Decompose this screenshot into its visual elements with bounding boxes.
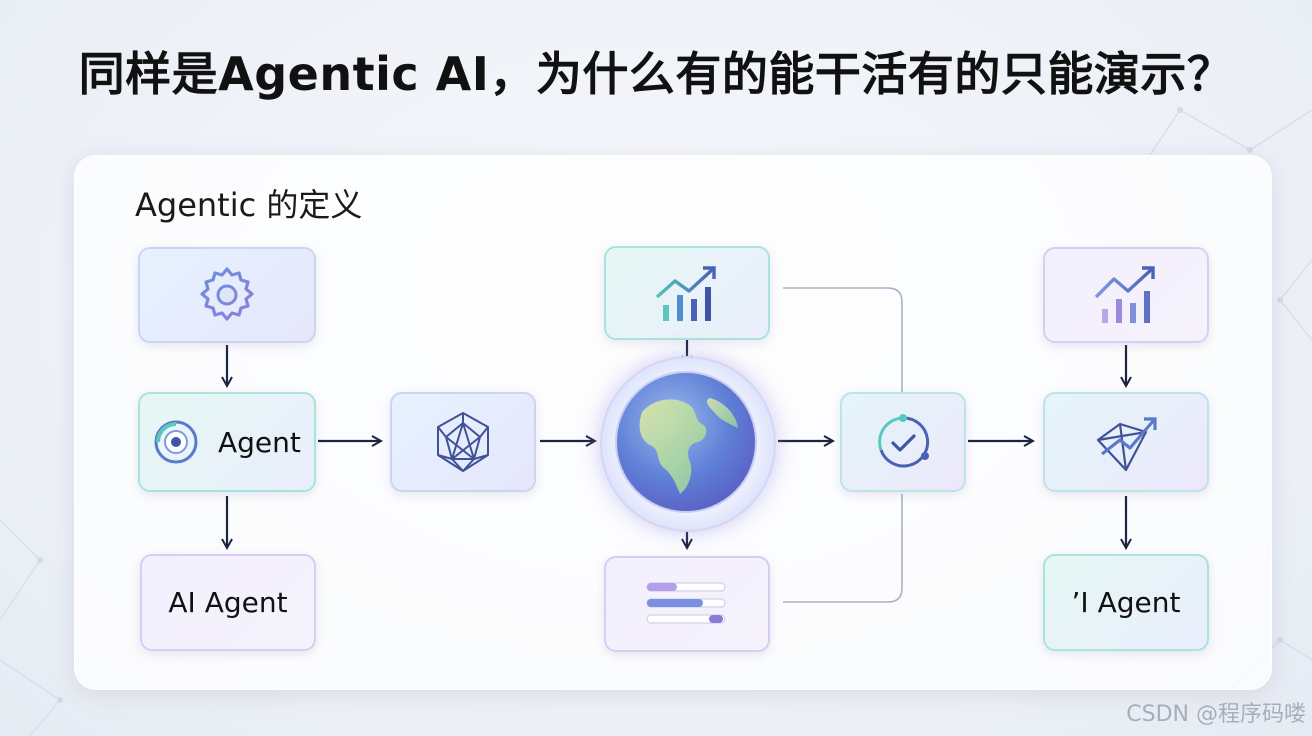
chart-right-node[interactable] bbox=[1043, 247, 1209, 343]
ai-agent-left-label: AI Agent bbox=[168, 586, 288, 619]
check-cycle-icon bbox=[878, 414, 930, 468]
globe-node[interactable] bbox=[600, 356, 776, 532]
ai-agent-right-label: ’I Agent bbox=[1071, 586, 1181, 619]
network-node[interactable] bbox=[390, 392, 536, 492]
check-node[interactable] bbox=[840, 392, 966, 492]
network-polyhedron-icon bbox=[437, 412, 489, 472]
bar-chart-growth-icon bbox=[1094, 266, 1155, 323]
gear-node[interactable] bbox=[138, 247, 316, 343]
list-bottom-node[interactable] bbox=[604, 556, 770, 652]
diagram-subtitle: Agentic 的定义 bbox=[135, 186, 363, 224]
agent-node[interactable]: Agent bbox=[138, 392, 316, 492]
watermark: CSDN @程序码喽 bbox=[1126, 702, 1306, 727]
ai-agent-left-node[interactable]: AI Agent bbox=[140, 554, 316, 651]
agent-label: Agent bbox=[218, 425, 301, 459]
chart-top-node[interactable] bbox=[604, 246, 770, 340]
progress-list-icon bbox=[646, 582, 726, 624]
gear-icon bbox=[200, 267, 254, 321]
diamond-arrow-icon bbox=[1096, 417, 1157, 472]
diamond-node[interactable] bbox=[1043, 392, 1209, 492]
globe-icon bbox=[615, 371, 757, 513]
ai-agent-right-node[interactable]: ’I Agent bbox=[1043, 554, 1209, 651]
target-icon bbox=[154, 420, 198, 464]
bar-chart-growth-icon bbox=[655, 266, 716, 321]
page-title: 同样是Agentic AI，为什么有的能干活有的只能演示？ bbox=[78, 47, 1234, 101]
